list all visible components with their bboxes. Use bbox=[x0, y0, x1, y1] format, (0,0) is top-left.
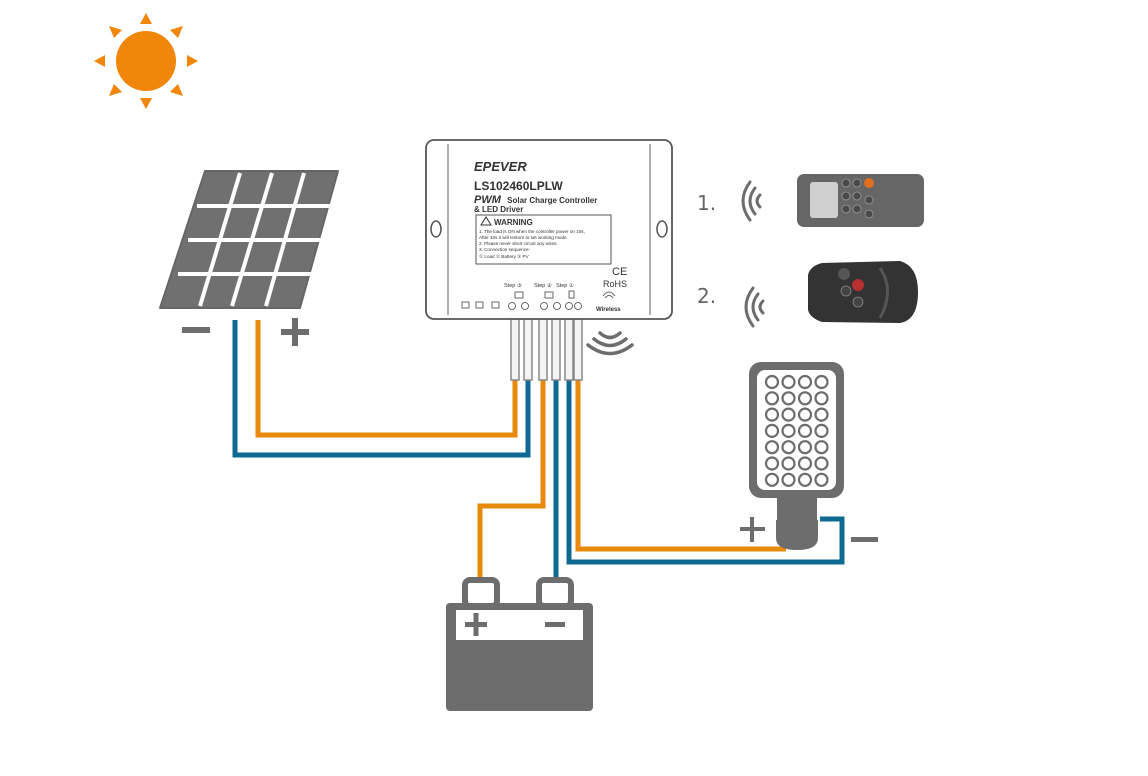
load-positive-wire bbox=[575, 380, 786, 552]
warning-box: WARNING 1. The load is ON when the contr… bbox=[475, 214, 612, 265]
warning-line: 3. Connection sequence: bbox=[479, 247, 530, 252]
lamp-plus-sign bbox=[740, 517, 765, 542]
led-bulb bbox=[814, 407, 829, 422]
led-bulb bbox=[764, 374, 780, 390]
ce-mark: CE bbox=[612, 266, 627, 278]
remote-key-fob-device bbox=[808, 261, 918, 323]
panel-plus-sign bbox=[281, 318, 309, 346]
warning-line: ① Load ② Battery ③ PV bbox=[479, 254, 530, 259]
led-bulb bbox=[781, 440, 796, 455]
product-line-prefix: PWM bbox=[474, 194, 502, 206]
led-bulb bbox=[814, 440, 829, 455]
led-bulb bbox=[814, 391, 829, 406]
battery-positive-wire bbox=[477, 380, 546, 582]
product-line-rest: Solar Charge Controller bbox=[507, 196, 597, 205]
led-bulb bbox=[797, 423, 813, 438]
warning-triangle-icon bbox=[480, 216, 492, 226]
led-bulb bbox=[797, 472, 813, 487]
terminal-icons bbox=[461, 290, 575, 309]
charge-controller: EPEVER LS102460LPLW PWM Solar Charge Con… bbox=[425, 139, 673, 320]
led-bulb bbox=[781, 423, 796, 438]
led-bulb bbox=[764, 423, 780, 438]
signal-waves-icon bbox=[741, 180, 762, 222]
sun-icon bbox=[94, 13, 198, 109]
led-bulb bbox=[781, 407, 796, 422]
led-grid bbox=[764, 374, 829, 487]
controller-leads bbox=[510, 317, 583, 381]
led-bulb bbox=[764, 456, 780, 471]
warning-title: WARNING bbox=[494, 218, 533, 227]
led-bulb bbox=[797, 407, 813, 422]
product-line-2: & LED Driver bbox=[474, 205, 523, 214]
led-bulb bbox=[781, 374, 796, 390]
brand-logo: EPEVER bbox=[474, 159, 527, 174]
battery bbox=[446, 577, 593, 711]
led-bulb bbox=[764, 440, 780, 455]
model-number: LS102460LPLW bbox=[474, 179, 563, 193]
remote-option-2-number: 2. bbox=[697, 284, 717, 308]
step-3-label: Step ③ bbox=[504, 282, 522, 289]
lamp-minus-sign bbox=[851, 537, 878, 542]
solar-panel bbox=[159, 170, 339, 309]
battery-plus-sign bbox=[465, 613, 487, 636]
led-bulb bbox=[764, 472, 780, 487]
panel-minus-sign bbox=[182, 327, 210, 333]
pv-positive-wire bbox=[255, 320, 518, 438]
battery-minus-sign bbox=[545, 622, 565, 627]
led-bulb bbox=[814, 423, 829, 438]
svg-text:PWM Solar Charge Control: PWM Solar Charge Controller bbox=[474, 194, 597, 206]
led-bulb bbox=[814, 472, 829, 487]
wireless-signal-icon bbox=[586, 331, 634, 356]
led-bulb bbox=[764, 407, 780, 422]
led-bulb bbox=[797, 456, 813, 471]
led-bulb bbox=[764, 391, 780, 406]
rohs-mark: RoHS bbox=[603, 279, 627, 289]
led-bulb bbox=[797, 374, 813, 390]
led-bulb bbox=[814, 374, 829, 390]
terminal-polarity-marks bbox=[508, 302, 582, 310]
warning-line: 2. Please never short circuit any wires. bbox=[479, 241, 558, 246]
remote-option-1-number: 1. bbox=[697, 191, 717, 215]
led-bulb bbox=[814, 456, 829, 471]
step-1-label: Step ① bbox=[556, 282, 574, 289]
warning-line: 1. The load is ON when the controller po… bbox=[479, 229, 585, 234]
led-lamp bbox=[749, 362, 844, 550]
warning-line: After 10s it will restore to set working… bbox=[479, 235, 568, 240]
led-bulb bbox=[797, 440, 813, 455]
signal-waves-icon bbox=[744, 286, 765, 328]
pv-negative-wire bbox=[232, 320, 531, 458]
led-bulb bbox=[781, 472, 796, 487]
step-2-label: Step ② bbox=[534, 282, 552, 289]
led-bulb bbox=[781, 456, 796, 471]
led-bulb bbox=[797, 391, 813, 406]
wireless-label: Wireless bbox=[596, 307, 621, 313]
antenna-icon bbox=[602, 291, 616, 299]
remote-meter-device bbox=[797, 174, 924, 227]
load-negative-wire bbox=[566, 380, 845, 565]
led-bulb bbox=[781, 391, 796, 406]
